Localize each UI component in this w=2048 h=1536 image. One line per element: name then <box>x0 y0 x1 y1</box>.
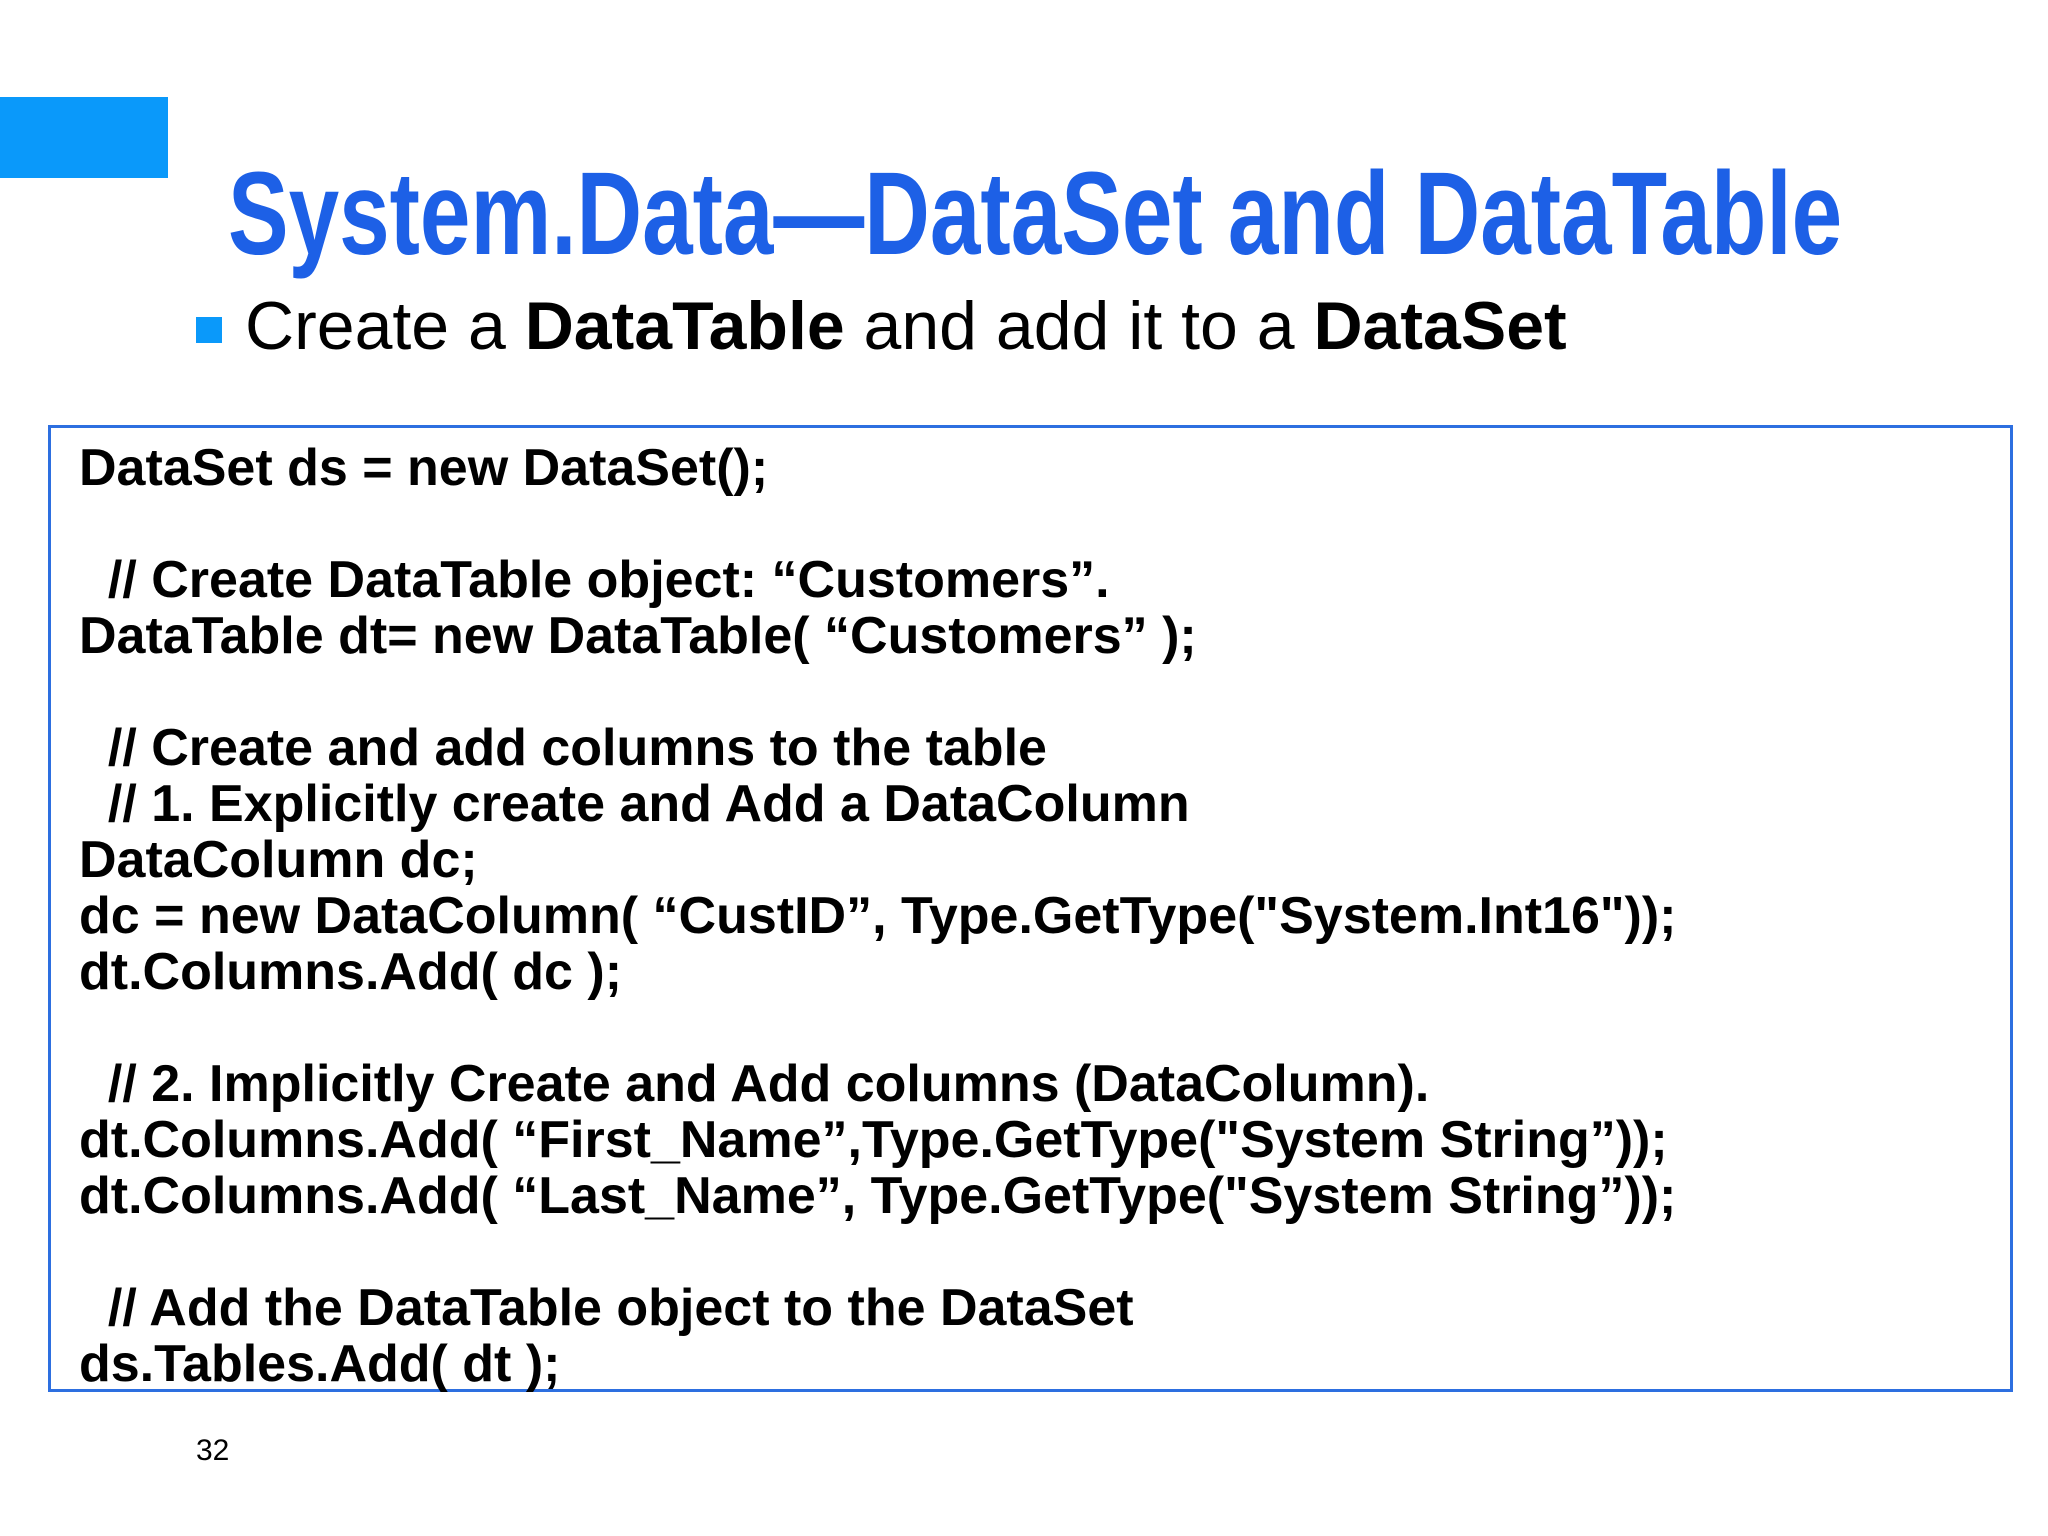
bullet-text: Create a DataTable and add it to a DataS… <box>245 292 1567 360</box>
bullet-text-segment: DataSet <box>1313 288 1567 364</box>
bullet-text-segment: and add it to a <box>844 288 1314 364</box>
code-listing: DataSet ds = new DataSet(); // Create Da… <box>79 439 1677 1393</box>
slide-title: System.Data—DataSet and DataTable <box>228 148 1843 281</box>
bullet-text-segment: Create a <box>245 288 525 364</box>
code-box: DataSet ds = new DataSet(); // Create Da… <box>48 425 2013 1392</box>
page-number: 32 <box>196 1434 230 1467</box>
bullet-square-icon <box>196 317 222 343</box>
title-accent-bar <box>0 97 168 178</box>
bullet-text-segment: DataTable <box>524 288 845 364</box>
